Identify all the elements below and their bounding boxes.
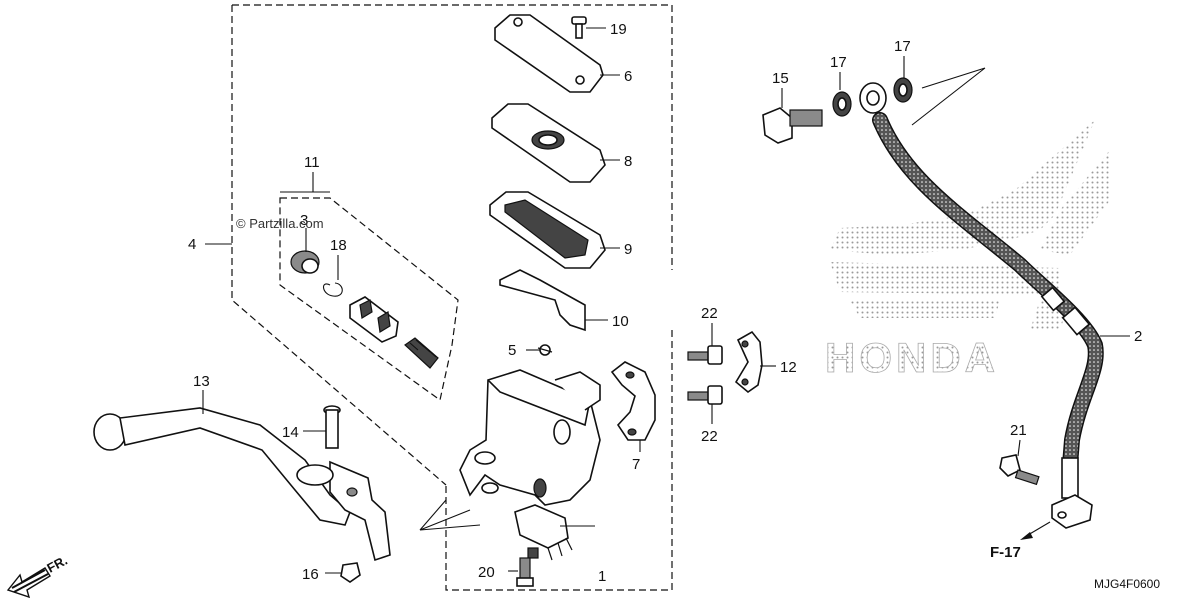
piston-kit-boundary	[279, 197, 459, 402]
diaphragm-plate-8	[491, 103, 606, 183]
screw-19	[571, 16, 587, 39]
section-reference: F-17	[990, 544, 1021, 561]
callout-11: 11	[304, 154, 320, 171]
assembly-boundary	[231, 4, 673, 591]
callout-labels: 1 2 3 4 5 6 7 8 9 10 11 12 13 14 15 16 1…	[188, 21, 1142, 585]
callout-13: 13	[193, 373, 210, 390]
callout-8: 8	[624, 153, 632, 170]
callout-19: 19	[610, 21, 627, 38]
brake-lever-13	[93, 407, 391, 562]
plate-10	[499, 269, 586, 332]
callout-9: 9	[624, 241, 632, 258]
callout-22-upper: 22	[701, 305, 718, 322]
callout-16: 16	[302, 566, 319, 583]
circlip-18	[323, 282, 343, 297]
boot-3	[290, 250, 320, 274]
callout-22-lower: 22	[701, 428, 718, 445]
leader-lines	[202, 27, 1130, 574]
callout-3: 3	[300, 212, 308, 229]
callout-18: 18	[330, 237, 347, 254]
bolt-21	[999, 454, 1040, 486]
callout-14: 14	[282, 424, 299, 441]
spring-11	[404, 337, 439, 369]
callout-2: 2	[1134, 328, 1142, 345]
callout-4: 4	[188, 236, 196, 253]
front-direction-arrow: FR.	[6, 553, 70, 599]
bolt-22-lower	[687, 385, 723, 405]
callout-17-left: 17	[830, 54, 847, 71]
callout-15: 15	[772, 70, 789, 87]
washer-17-right	[893, 77, 913, 103]
reservoir-cover-6	[494, 14, 604, 93]
watermark: © Partzilla.com	[236, 216, 324, 231]
honda-wing-logo: HONDA	[825, 120, 1110, 381]
banjo-bolt-15	[762, 107, 823, 144]
screw-20	[516, 557, 534, 587]
piston-11	[349, 296, 399, 343]
callout-17-right: 17	[894, 38, 911, 55]
diaphragm-9	[489, 191, 606, 269]
callout-1: 1	[598, 568, 606, 585]
callout-20: 20	[478, 564, 495, 581]
callout-5: 5	[508, 342, 516, 359]
washer-17-left	[832, 91, 852, 117]
diagram-code: MJG4F0600	[1094, 577, 1160, 591]
brake-hose-2	[859, 82, 1104, 529]
brake-switch-1	[514, 504, 573, 561]
callout-10: 10	[612, 313, 629, 330]
master-cylinder-body	[459, 369, 601, 506]
callout-7: 7	[632, 456, 640, 473]
nut-16	[340, 562, 361, 583]
clamp-12	[734, 330, 763, 394]
honda-logo-text: HONDA	[825, 334, 999, 381]
callout-21: 21	[1010, 422, 1027, 439]
callout-6: 6	[624, 68, 632, 85]
screw-5	[537, 344, 553, 356]
holder-7	[610, 361, 656, 441]
bolt-22-upper	[687, 345, 723, 365]
pivot-bolt-14	[323, 405, 341, 449]
callout-12: 12	[780, 359, 797, 376]
